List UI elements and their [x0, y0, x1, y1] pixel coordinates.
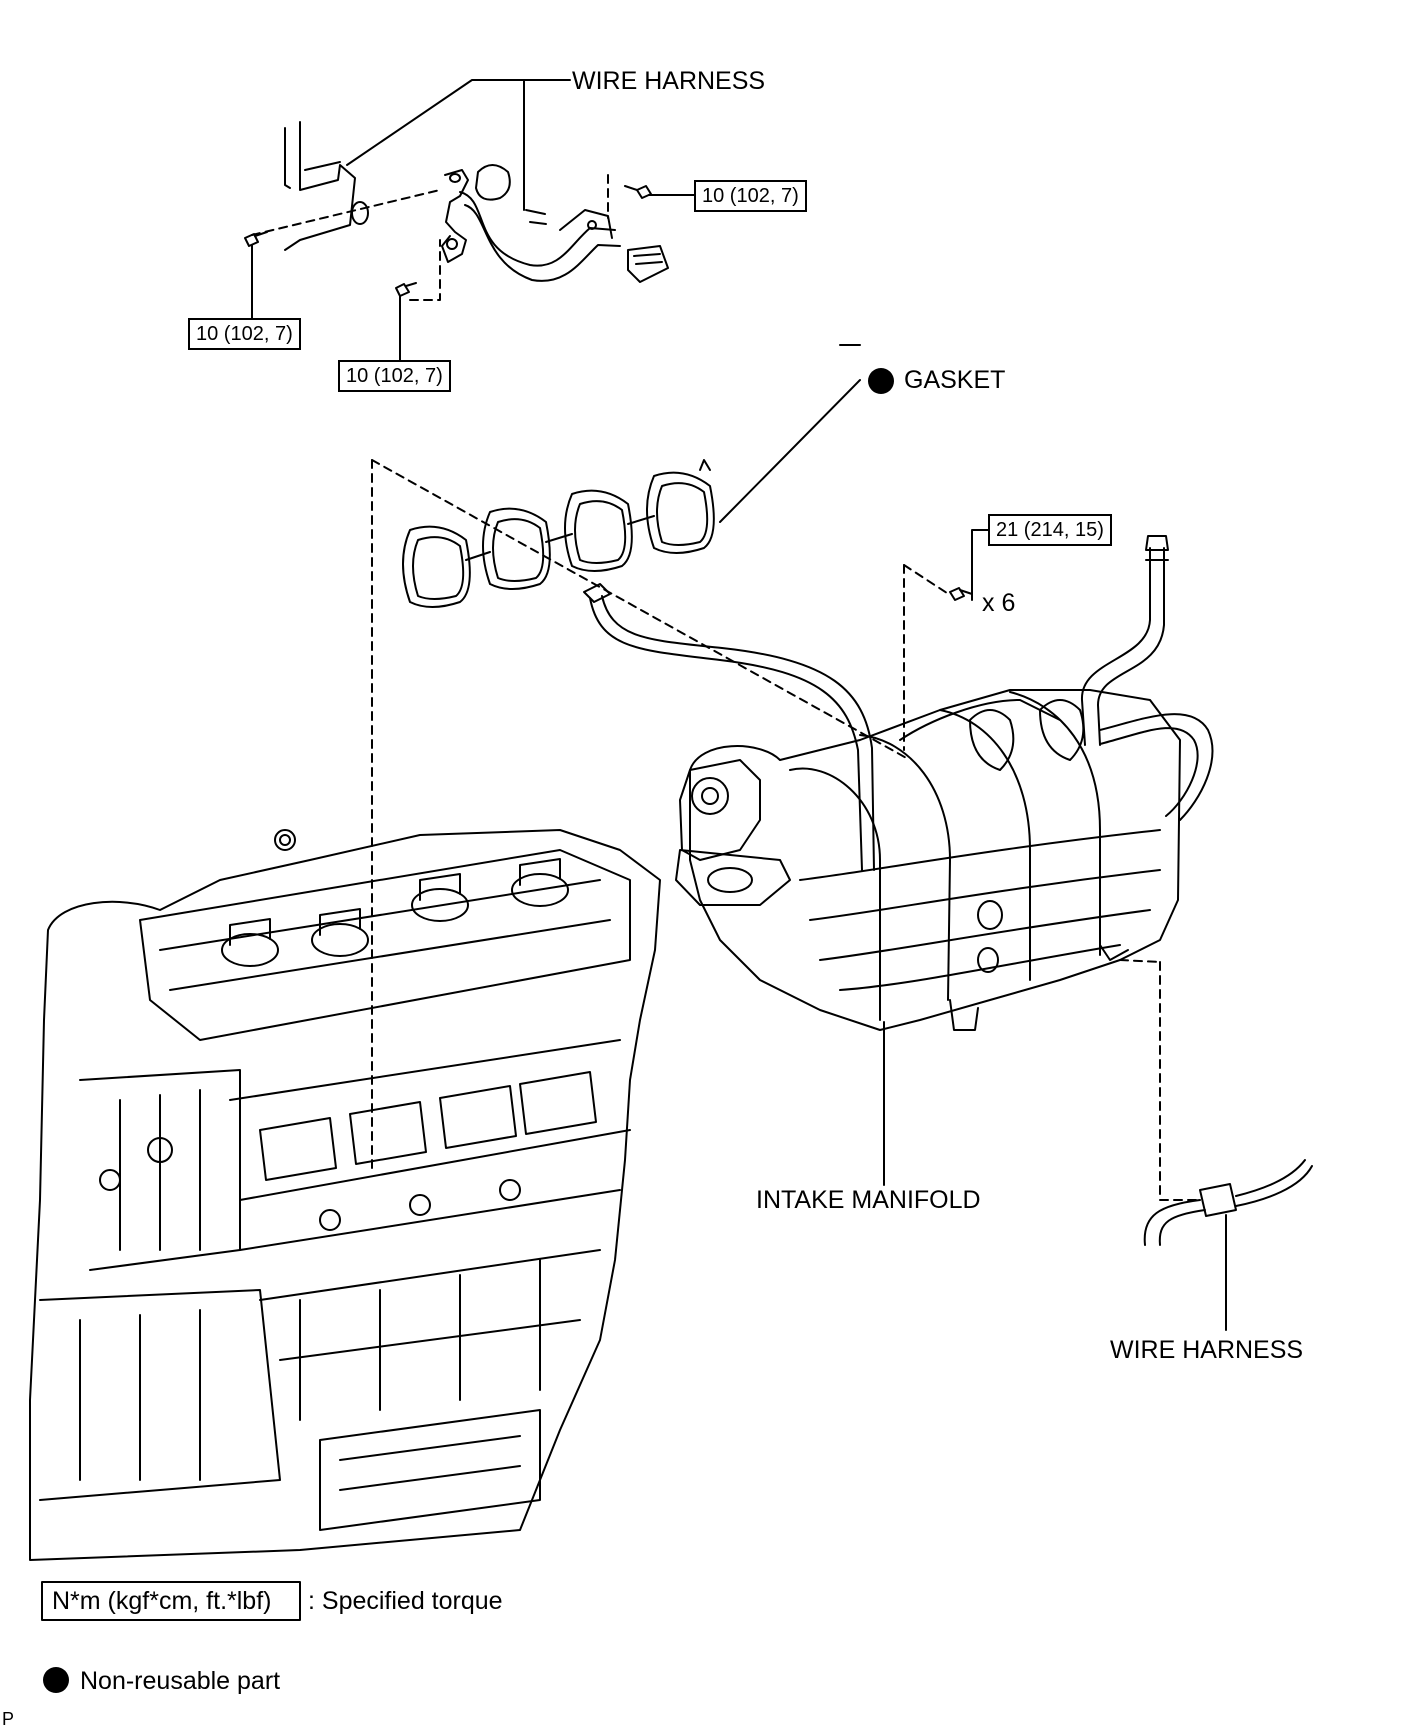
bolt-icon-right: [624, 185, 652, 199]
torque-box-harness-left: 10 (102, 7): [188, 318, 301, 350]
intake-manifold-drawing: [583, 529, 1214, 1201]
top-wire-harness-assembly: [244, 79, 701, 361]
label-gasket: GASKET: [904, 366, 1006, 394]
bolt-icon-manifold: [949, 587, 973, 601]
bolt-icon-mid: [395, 282, 417, 297]
torque-box-harness-right: 10 (102, 7): [694, 180, 807, 212]
label-wire-harness-bottom: WIRE HARNESS: [1110, 1336, 1304, 1364]
bolt-icon-left: [244, 231, 268, 247]
engine-block-drawing: [29, 829, 661, 1561]
label-wire-harness-top: WIRE HARNESS: [572, 67, 766, 95]
corner-code: P: [2, 1709, 15, 1729]
legend-torque-description: : Specified torque: [308, 1587, 503, 1615]
nonreusable-mark-legend: [43, 1667, 69, 1693]
nonreusable-mark-gasket: [868, 368, 894, 394]
torque-box-harness-mid: 10 (102, 7): [338, 360, 451, 392]
torque-box-manifold: 21 (214, 15): [988, 514, 1112, 546]
label-bolt-quantity: x 6: [982, 589, 1016, 617]
legend-torque-unit-box: N*m (kgf*cm, ft.*lbf): [52, 1587, 272, 1615]
label-intake-manifold: INTAKE MANIFOLD: [756, 1186, 981, 1214]
gasket-drawing: [371, 379, 911, 1171]
lower-wire-harness: [1143, 1159, 1313, 1331]
legend-nonreusable-description: Non-reusable part: [80, 1667, 281, 1695]
